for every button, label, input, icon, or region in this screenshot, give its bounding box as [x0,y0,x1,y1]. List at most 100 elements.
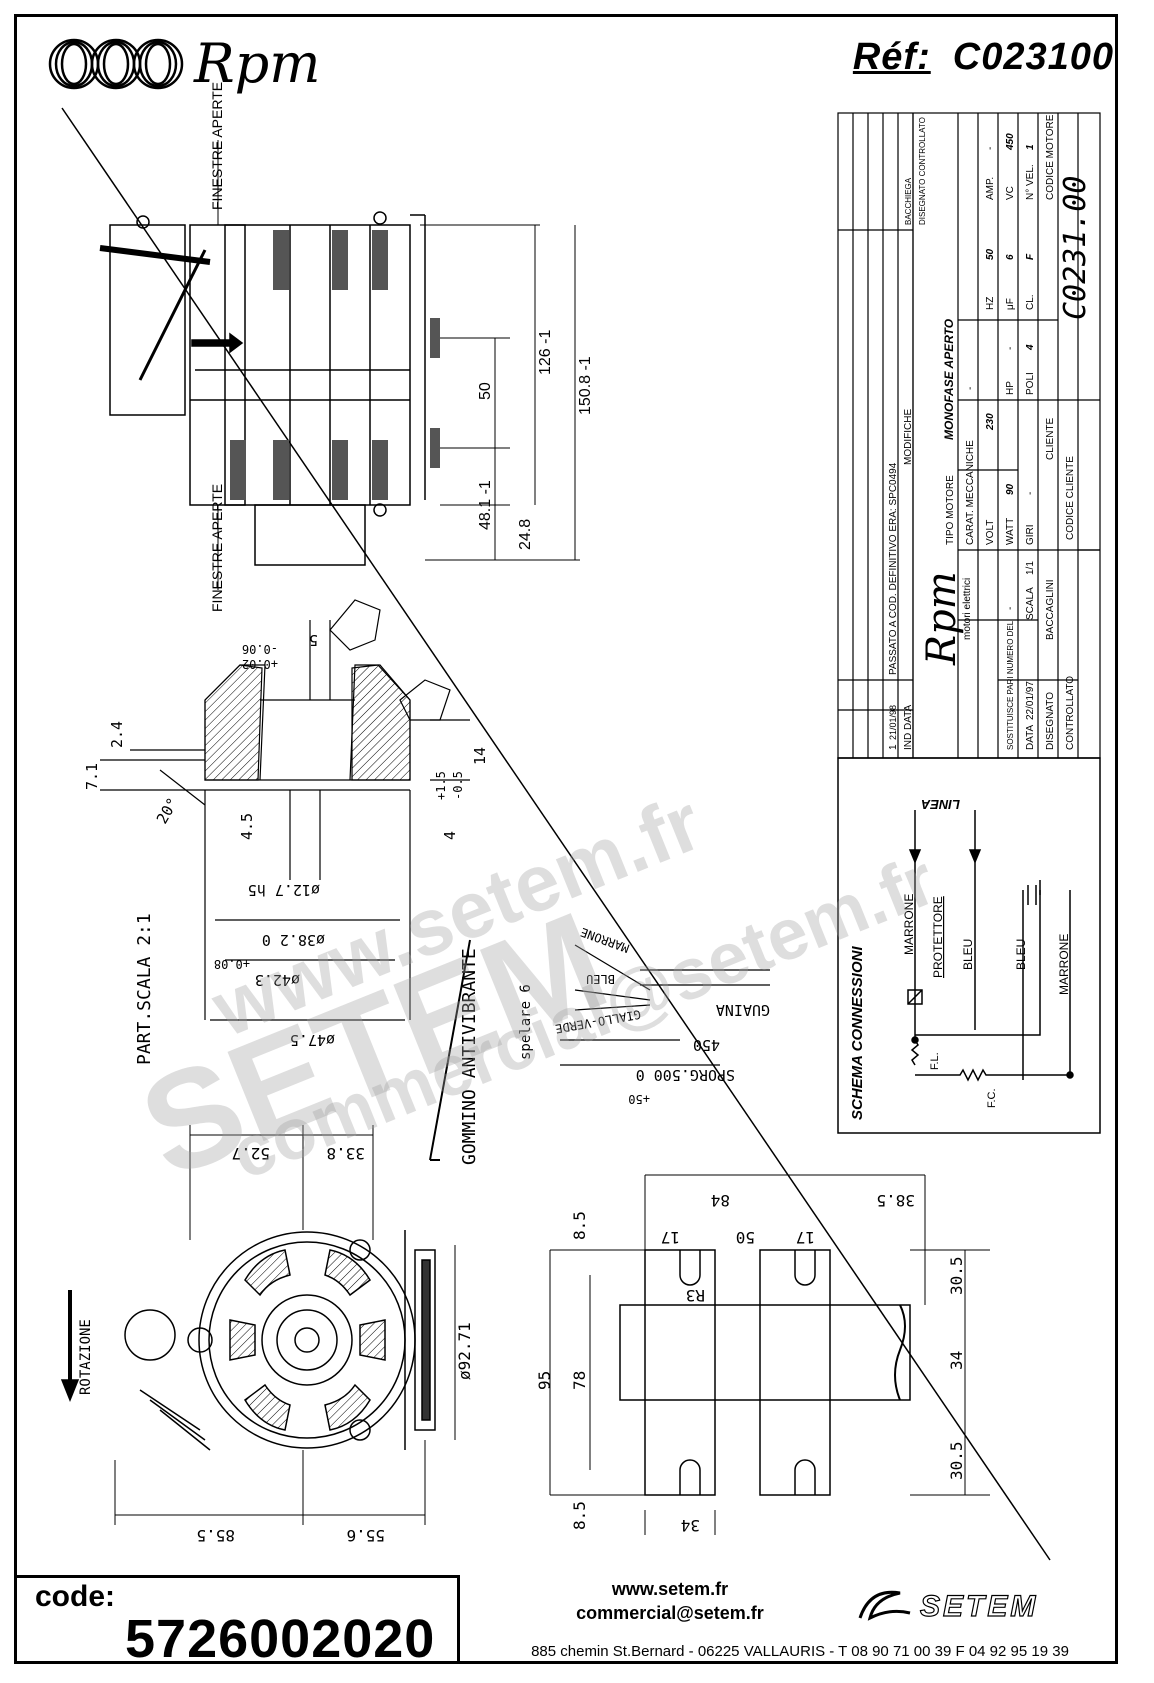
dim-78: 78 [570,1371,589,1390]
tol-1-5: +1.5 [434,771,448,800]
setem-logo: SETEM [858,1589,1038,1624]
cable-labels: GOMMINO ANTIVIBRANTE spelare 6 MARRONE B… [459,925,770,1165]
dim-47-5: ø47.5 [290,1031,335,1049]
dim-34-side: 34 [947,1351,966,1370]
reference-number: Réf: C023100 [853,36,1114,79]
title-block-text: IND DATA 1 21/01/98 PASSATO A COD. DEFIN… [888,114,1093,750]
sporg-tol: +50 [628,1092,650,1106]
tb-tipo-motore-label: TIPO MOTORE [945,475,956,545]
dim-4-5: 4.5 [238,813,256,840]
tb-scala-label: SCALA [1025,587,1036,620]
side-view [99,140,580,590]
tb-cl: F [1025,253,1036,260]
tb-vc: 450 [1005,133,1016,151]
code-label: code: [35,1580,116,1613]
sporg-label: SPORG.500 0 [636,1066,735,1084]
setem-brand-text: SETEM [920,1590,1038,1623]
dim-38-5: 38.5 [876,1191,915,1210]
dim-42-3: ø42.3 [255,971,300,989]
tb-bachiega: BACCHIEGA [904,177,913,225]
dim-38-2: ø38.2 0 [262,931,325,949]
tb-watt-label: WATT [1005,518,1016,545]
tb-codice-cliente-label: CODICE CLIENTE [1065,456,1076,540]
tb-giri: - [1025,492,1036,495]
bracket-view [549,1174,990,1535]
wire-bleu: BLEU [586,972,615,986]
dim-150-8: 150.8 -1 [577,356,594,415]
side-view-labels: FINESTRE APERTE FINESTRE APERTE 150.8 -1… [209,82,594,612]
tb-company-sub: motori elettrici [962,578,973,640]
drawing-sheet [14,14,1118,1664]
tb-cl-label: CL. [1025,294,1036,310]
dim-95: 95 [535,1371,554,1390]
contact-block: www.setem.fr commercial@setem.fr [540,1577,800,1625]
tol-0-5: -0.5 [451,771,465,800]
website-link[interactable]: www.setem.fr [611,1579,729,1599]
tb-amp-label: AMP. [985,177,996,200]
tb-carat-value: - [965,387,976,390]
tb-rev-date: 21/01/98 [888,705,898,740]
tb-poli-label: POLI [1025,372,1036,395]
dim-4: 4 [441,831,459,840]
dim-48-1: 48.1 -1 [477,480,494,530]
tb-cliente-label: CLIENTE [1045,417,1056,460]
tb-sostituisce: SOSTITUISCE PARI NUMERO DEL [1006,620,1015,750]
cable-area [429,939,770,1161]
dim-8-5-bottom: 8.5 [570,1501,589,1530]
ref-label: Réf: [852,36,931,78]
dim-24-8: 24.8 [517,519,534,550]
schema-linea: LINEA [921,797,960,812]
schema-connessioni [837,757,1101,1134]
tb-hp: - [1005,347,1016,350]
dim-50: 50 [477,382,494,400]
tb-controllato-label: CONTROLLATO [1065,676,1076,750]
schema-fl: F.L. [929,1052,941,1070]
schema-bleu-2: BLEU [1014,939,1028,970]
detail-view [100,599,470,1021]
tb-volt-label: VOLT [985,520,996,545]
email-link[interactable]: commercial@setem.fr [576,1603,764,1623]
schema-marrone-1: MARRONE [902,894,916,955]
tb-amp: - [985,147,996,150]
dim-30-5-bottom: 30.5 [947,1441,966,1480]
tb-volt: 230 [985,413,996,431]
tb-sostituisce-val: - [1005,607,1016,610]
rotazione-label: ROTAZIONE [78,1319,94,1395]
tb-modifiche: MODIFICHE [903,409,914,465]
tol-0-06: -0.06 [242,642,278,656]
dim-17-b: 17 [796,1228,815,1247]
tb-hz: 50 [985,248,996,260]
dim-92-71: ø92.71 [455,1322,474,1380]
ref-value: C023100 [952,36,1114,78]
tb-giri-label: GIRI [1025,524,1036,545]
tb-nvel-label: N° VEL. [1025,164,1036,200]
spelare-label: spelare 6 [518,984,534,1060]
bracket-labels: 84 38.5 50 17 17 8.5 95 78 8.5 30.5 34 3… [535,1191,966,1535]
tb-ind: IND [903,733,914,750]
schema-bleu-1: BLEU [961,939,975,970]
wire-guaina: GUAINA [716,1001,770,1019]
tb-uf-label: μF [1005,298,1016,310]
tb-data-header: DATA [903,704,914,730]
tb-dis-contr: DISEGNATO CONTROLLATO [918,117,927,225]
dim-126: 126 -1 [537,330,554,375]
rpm-logo: Rpm [48,32,320,95]
gommino-label: GOMMINO ANTIVIBRANTE [459,948,480,1165]
schema-fc: F.C. [986,1088,998,1108]
schema-text: SCHEMA CONNESSIONI LINEA MARRONE PROTETT… [849,797,1071,1120]
tb-rev-text: PASSATO A COD. DEFINITIVO ERA: SPC0494 [888,462,899,675]
front-view [60,1125,456,1525]
dim-20-deg: 20° [153,795,182,827]
tb-vc-label: VC [1005,186,1016,200]
tb-hz-label: HZ [985,297,996,310]
wire-marrone: MARRONE [579,925,631,955]
schema-marrone-2: MARRONE [1057,934,1071,995]
dim-30-5-top: 30.5 [947,1256,966,1295]
dim-52-7: 52.7 [231,1144,270,1163]
tb-nvel: 1 [1025,144,1036,150]
dim-2-4: 2.4 [108,721,126,748]
address-line: 885 chemin St.Bernard - 06225 VALLAURIS … [531,1643,1069,1660]
dim-8-5-top: 8.5 [570,1211,589,1240]
tol-0-08: +0.08 [214,957,250,971]
